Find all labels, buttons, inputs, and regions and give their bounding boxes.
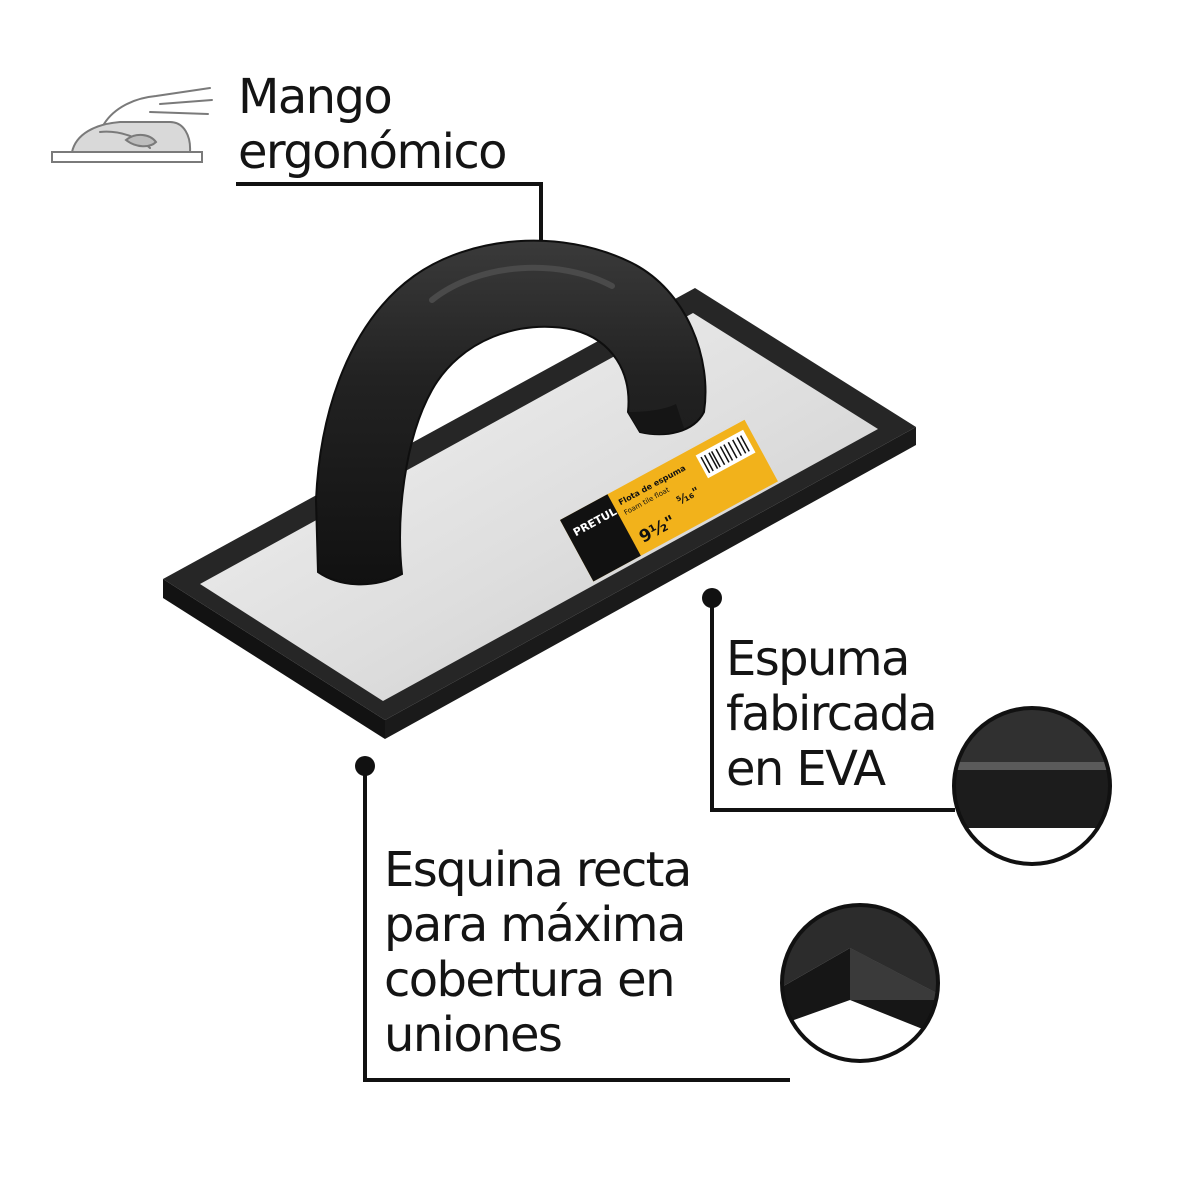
foam-pad-side [163,579,385,739]
corner-callout-line-2: para máxima [384,897,686,953]
foam-callout-line-3: en EVA [726,741,886,797]
handle-body [314,239,707,586]
corner-dot [355,756,375,776]
handle-callout-line-2: ergonómico [238,124,508,180]
corner-callout-line-1: Esquina recta [384,842,692,898]
foam-callout: Espuma fabircada en EVA [726,631,938,797]
product-label: PRETUL Flota de espuma Foam tile float 9… [560,419,778,582]
corner-callout-line-3: cobertura en [384,952,676,1008]
foam-detail-inset [952,706,1112,866]
handle-callout: Mango ergonómico [238,69,508,180]
foam-float-product: PRETUL Flota de espuma Foam tile float 9… [163,239,916,739]
handle-front-leg [628,404,684,435]
hand-grip-icon [51,87,213,163]
aluminum-plate [200,313,878,701]
corner-callout-line-4: uniones [384,1007,563,1063]
corner-leader [363,766,790,1082]
foam-dot [702,588,722,608]
foam-callout-line-2: fabircada [726,686,938,742]
handle-callout-line-1: Mango [238,69,393,125]
foam-pad-front [385,427,916,739]
corner-detail-inset [780,903,940,1063]
foam-leader [710,598,955,812]
foam-callout-line-1: Espuma [726,631,910,687]
corner-callout: Esquina recta para máxima cobertura en u… [384,842,692,1063]
